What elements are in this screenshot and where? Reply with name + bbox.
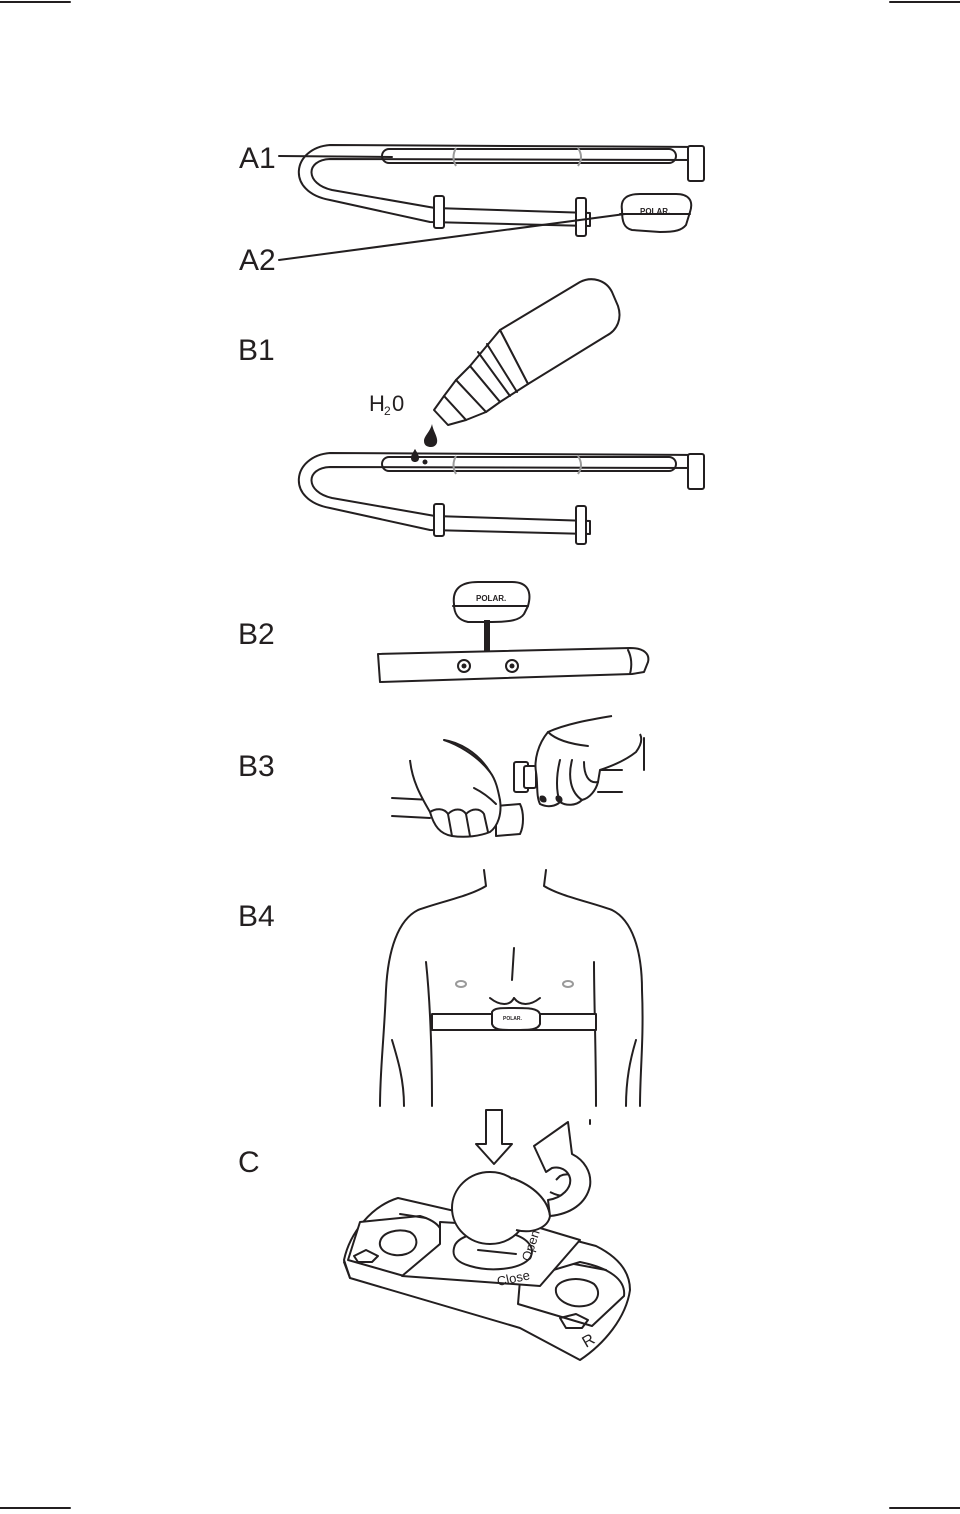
battery-cover-icon: Open Close R: [343, 1171, 631, 1361]
torso-icon: POLAR.: [379, 869, 644, 1125]
water-subscript: 2: [384, 404, 391, 418]
chest-strap-icon: [297, 449, 705, 545]
label-a2: A2: [239, 244, 276, 277]
label-a1: A1: [239, 142, 276, 175]
label-c: C: [238, 1146, 260, 1179]
label-b2: B2: [238, 618, 275, 651]
water-bottle-icon: [433, 278, 621, 426]
label-b3: B3: [238, 750, 275, 783]
step-a: A1 A2 POLAR.: [239, 142, 705, 277]
transmitter-icon: POLAR.: [452, 581, 531, 623]
water-h: H: [369, 391, 385, 416]
a2-leader: [278, 213, 626, 261]
rotate-arrow-icon: [533, 1121, 592, 1217]
water-o: 0: [392, 391, 404, 416]
close-label: Close: [496, 1267, 532, 1289]
transmitter-icon: POLAR.: [619, 193, 693, 233]
brand-text: POLAR.: [476, 594, 506, 603]
step-b2: B2 POLAR.: [238, 581, 650, 683]
label-b4: B4: [238, 900, 275, 933]
label-b1: B1: [238, 334, 275, 367]
brand-text: POLAR.: [640, 207, 670, 216]
down-arrow-icon: [475, 1109, 513, 1165]
step-c: C Open Close R: [238, 1109, 631, 1361]
brand-text: POLAR.: [503, 1016, 523, 1022]
step-b1: B1 H 2 0: [238, 278, 705, 545]
a1-leader: [278, 155, 393, 158]
strap-connector-icon: [377, 647, 650, 683]
step-b3: B3: [238, 715, 645, 838]
step-b4: B4 POLAR.: [238, 869, 644, 1125]
hands-icon: [391, 715, 645, 838]
water-label: H 2 0: [369, 391, 404, 418]
